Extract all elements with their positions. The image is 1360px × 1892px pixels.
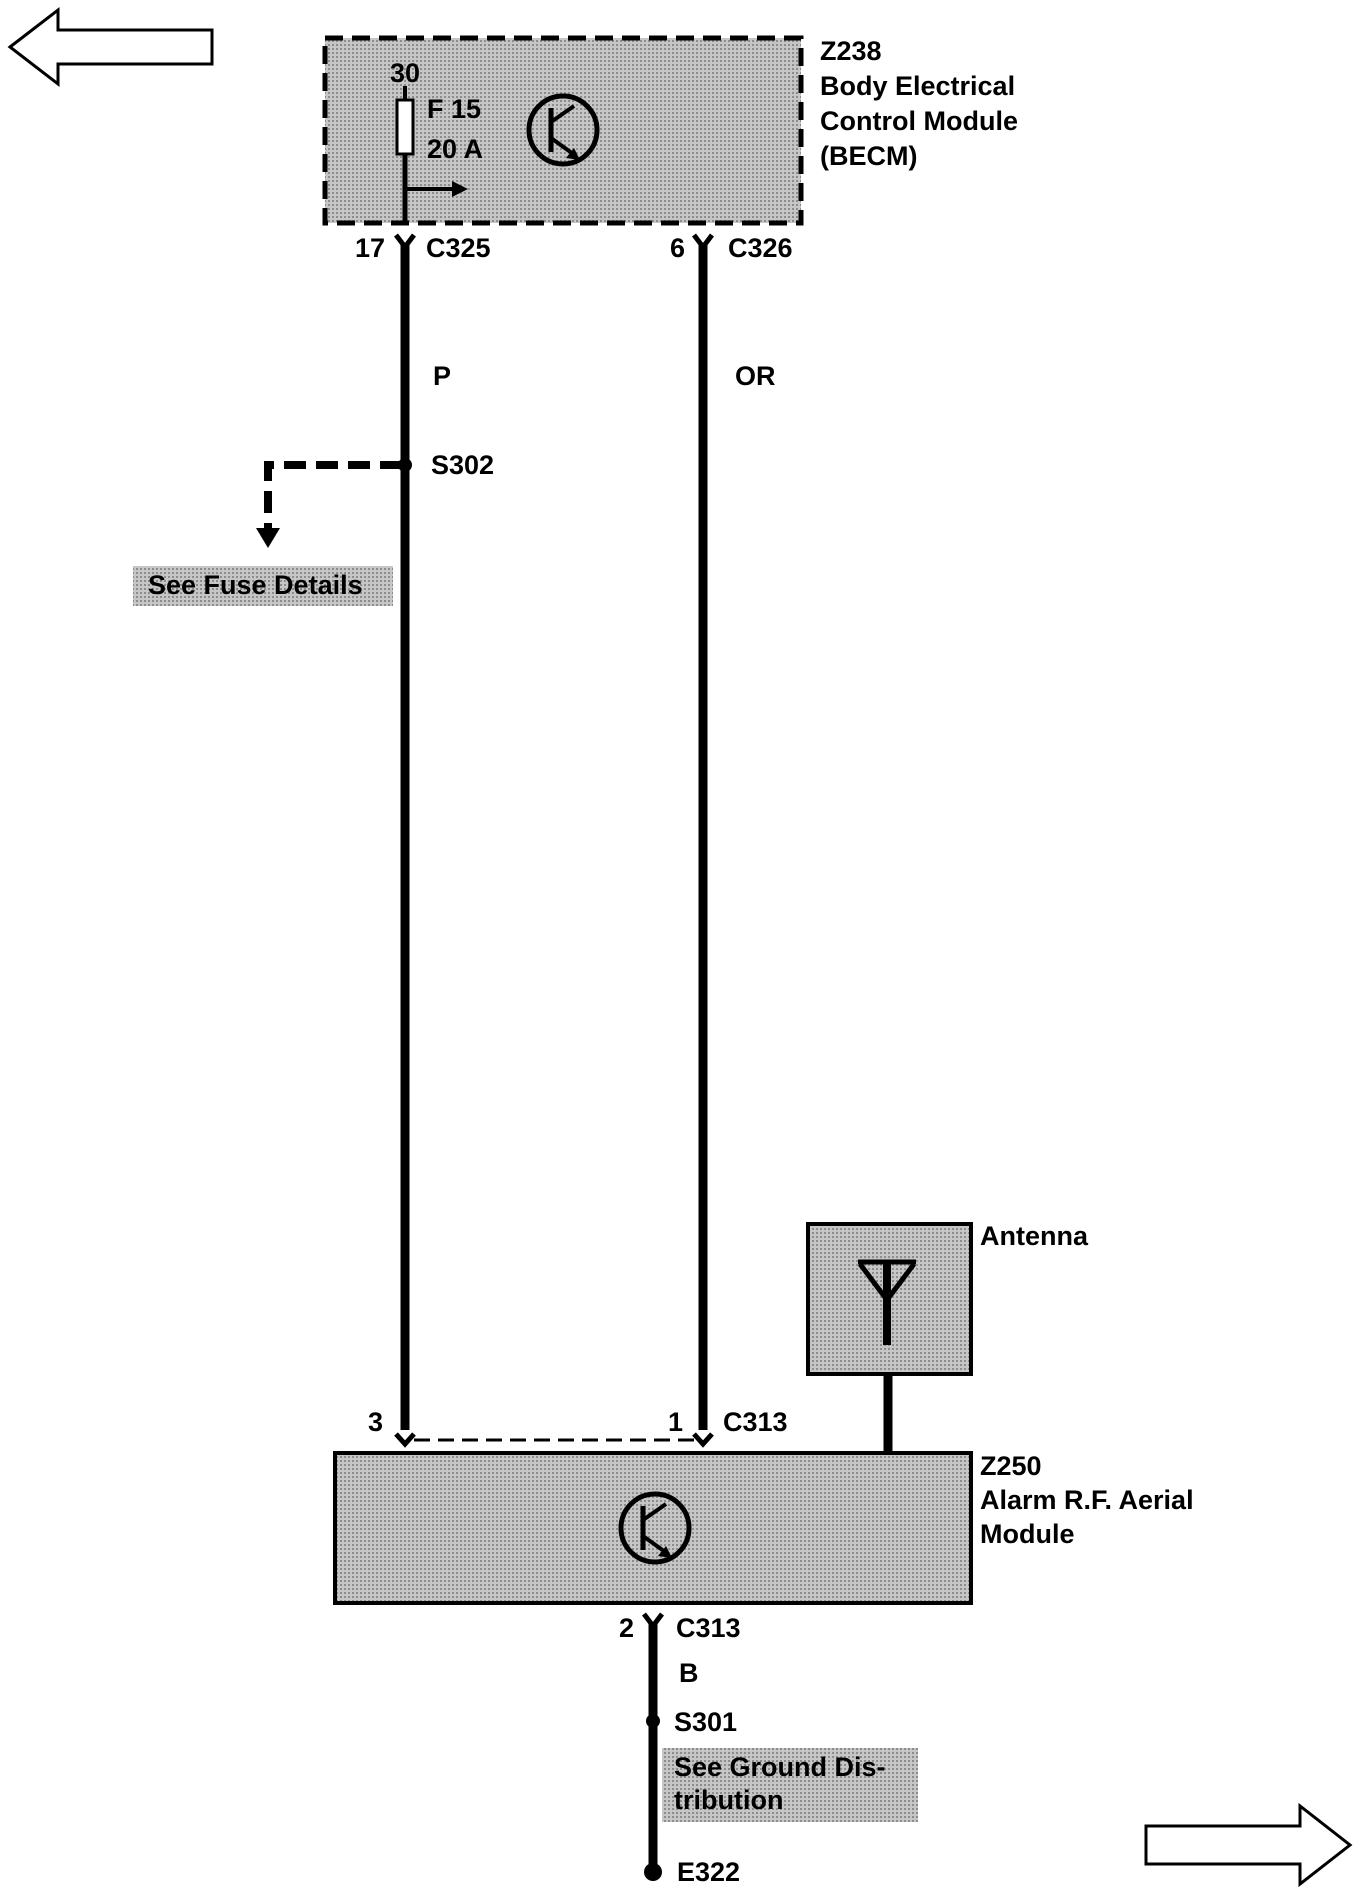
wire-p-color-label: P [433,361,451,391]
becm-name-line1: Body Electrical [820,71,1015,101]
fuse-supply-label: 30 [390,58,420,88]
becm-id: Z238 [820,36,882,66]
wire-b-color-label: B [679,1658,699,1688]
becm-transistor-icon [526,93,600,167]
connector-c313-top-symbol [394,1432,714,1448]
becm-name-line3: (BECM) [820,141,917,171]
becm-name-line2: Control Module [820,106,1018,136]
splice-s302 [256,458,412,548]
ground-point-label: E322 [677,1857,740,1887]
forward-arrow-icon[interactable] [1144,1802,1353,1888]
aerial-module-name-line2: Module [980,1519,1075,1549]
antenna-label: Antenna [980,1221,1089,1251]
fuse-details-text: See Fuse Details [148,570,363,600]
ground-note-line1: See Ground Dis- [674,1752,886,1782]
connector-c326-label: C326 [728,233,793,263]
connector-c313-label: C313 [723,1407,788,1437]
pin-6-label: 6 [670,233,685,263]
antenna-icon [858,1259,916,1345]
pin-17-label: 17 [355,233,385,263]
ground-distribution-link[interactable]: See Ground Dis- tribution [662,1748,918,1822]
pin-2-label: 2 [619,1613,634,1643]
wire-or-color-label: OR [735,361,776,391]
fuse-id-label: F 15 [427,94,481,124]
connector-c313-ground-label: C313 [676,1613,741,1643]
splice-s301-label: S301 [674,1707,737,1737]
aerial-module-name-line1: Alarm R.F. Aerial [980,1485,1194,1515]
ground-point-icon [644,1863,662,1881]
ground-note-line2: tribution [674,1785,783,1815]
fuse-details-link[interactable]: See Fuse Details [133,566,393,606]
splice-s302-label: S302 [431,450,494,480]
splice-s301 [646,1714,660,1728]
connector-c325-label: C325 [426,233,491,263]
pin-1-label: 1 [668,1407,683,1437]
fuse-rating-label: 20 A [427,134,483,164]
aerial-module [333,1451,973,1605]
aerial-module-id: Z250 [980,1451,1042,1481]
back-arrow-icon[interactable] [7,6,214,88]
aerial-transistor-icon [618,1491,692,1565]
pin-3-label: 3 [368,1407,383,1437]
fuse-icon [395,86,468,225]
